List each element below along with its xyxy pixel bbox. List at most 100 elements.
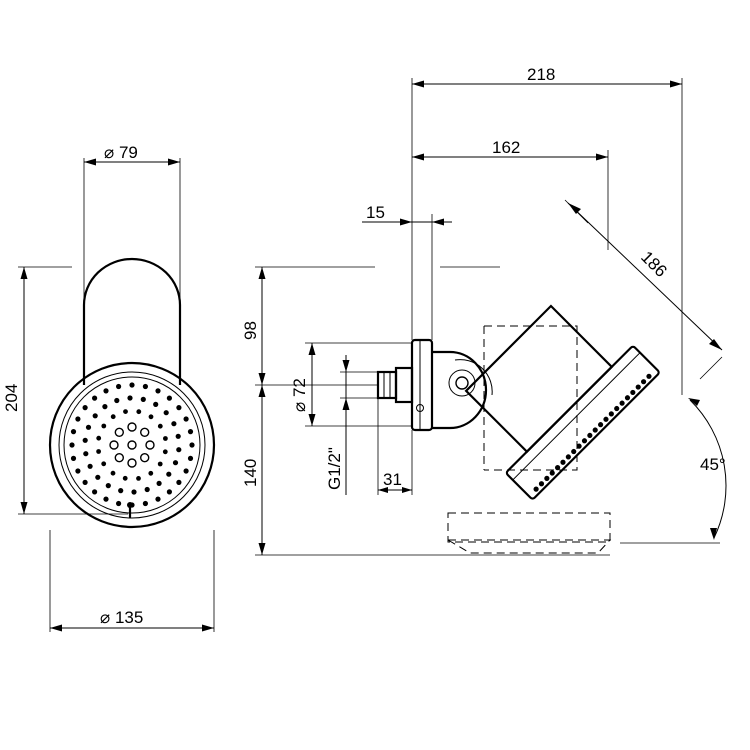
nozzle-dot [157, 461, 163, 467]
dim-thread: G1/2" [325, 447, 344, 490]
nozzle-ring [145, 440, 155, 450]
nozzle-dot [96, 449, 101, 454]
side-nozzle-dot [614, 405, 620, 412]
nozzle-dot [85, 424, 92, 430]
nozzle-dot [101, 461, 107, 467]
nozzle-dot [82, 437, 88, 443]
nozzle-dot [163, 410, 169, 416]
dim-arc-tilt-angle [689, 399, 727, 539]
nozzle-dot [92, 489, 98, 495]
nozzle-dot [176, 405, 182, 411]
nozzle-dot [96, 435, 102, 441]
nozzle-dot [70, 429, 77, 435]
nozzle-ring [114, 453, 125, 463]
nozzle-dot [110, 470, 116, 476]
nozzle-dot [123, 409, 128, 414]
nozzle-dot [75, 416, 81, 422]
side-head-body [464, 304, 614, 454]
nozzle-dot [155, 496, 161, 502]
nozzle-dot [187, 455, 194, 461]
dim-flange-diameter: ⌀ 72 [290, 378, 309, 412]
nozzle-dot [103, 388, 109, 394]
nozzle-dot [163, 436, 168, 441]
nozzle-ring [139, 453, 150, 463]
nozzle-dot [92, 395, 98, 401]
nozzle-ring [114, 427, 125, 437]
side-nozzle-dot [597, 422, 604, 428]
nozzle-dot [183, 416, 189, 422]
nozzle-dot [70, 455, 77, 461]
nozzle-dot [148, 470, 154, 476]
nozzle-ring [127, 458, 137, 468]
nozzle-dot [171, 421, 177, 427]
nozzle-dot [69, 442, 75, 448]
dim-overall-depth: 218 [527, 65, 555, 84]
nozzle-dot [157, 423, 163, 429]
dim-connector-length: 31 [383, 470, 402, 489]
side-view: 218 162 15 186 98 ⌀ 72 [241, 65, 727, 556]
nozzle-dot [142, 383, 148, 390]
side-swivel-pin [455, 376, 469, 390]
dim-upper-height: 98 [241, 321, 260, 340]
nozzle-dot [140, 396, 146, 402]
side-plate-screw [416, 404, 424, 412]
dim-plate-offset: 15 [366, 203, 385, 222]
front-neck-outline [82, 257, 182, 385]
side-nozzle-dot [544, 475, 550, 481]
nozzle-dot [172, 460, 179, 466]
nozzle-dot [156, 480, 162, 486]
nozzle-ring [109, 440, 119, 450]
side-nozzle-dot [592, 427, 598, 433]
dim-tilt-angle: 45° [700, 455, 726, 474]
nozzle-dot [144, 486, 150, 493]
side-nozzle-dot [549, 470, 555, 476]
dim-line-head-length [567, 202, 723, 351]
nozzle-dot [183, 468, 189, 474]
dim-width-bottom: ⌀ 135 [100, 608, 143, 627]
side-nozzle-dot [538, 481, 545, 487]
front-head-inner-ring [58, 371, 206, 519]
nozzle-dot [153, 401, 159, 407]
side-nozzle-dot [565, 454, 571, 460]
side-swivel-ball [448, 369, 476, 397]
dim-width-top: ⌀ 79 [104, 143, 138, 162]
nozzle-dot [114, 397, 120, 404]
side-head-face [505, 345, 660, 500]
nozzle-dot [166, 395, 172, 401]
nozzle-dot [136, 409, 142, 415]
nozzle-dot [103, 496, 109, 502]
nozzle-dot [101, 423, 107, 429]
nozzle-dot [95, 474, 101, 480]
side-nozzle-dot [587, 432, 593, 439]
nozzle-dot [176, 479, 182, 485]
nozzle-dot [166, 471, 172, 477]
nozzle-dot [110, 414, 116, 420]
side-swivel-joint [432, 350, 488, 430]
dim-height-total: 204 [2, 384, 21, 412]
nozzle-ring [127, 422, 137, 432]
side-thread-connector [376, 370, 398, 400]
nozzle-dot [116, 383, 122, 390]
front-nozzle-pattern [69, 382, 195, 508]
side-nozzle-dot [619, 400, 625, 406]
nozzle-dot [116, 500, 122, 507]
side-nozzle-dot [560, 459, 566, 465]
nozzle-dot [175, 433, 181, 439]
nozzle-dot [176, 447, 182, 453]
nozzle-dot [87, 463, 93, 469]
front-head-rim [63, 376, 201, 514]
side-nozzle-dot [608, 411, 614, 417]
nozzle-dot [127, 395, 133, 401]
side-nozzle-dot [533, 486, 539, 492]
nozzle-dot [155, 388, 161, 394]
side-nozzle-dot [603, 416, 609, 422]
nozzle-dot [105, 483, 111, 489]
side-nozzle-dot [630, 389, 636, 396]
front-head-outer [48, 361, 216, 529]
side-tilted-head [464, 304, 660, 500]
nozzle-dot [92, 413, 98, 419]
side-nozzle-dot [646, 373, 652, 379]
nozzle-dot [82, 479, 88, 485]
front-selector-knob [127, 502, 133, 508]
